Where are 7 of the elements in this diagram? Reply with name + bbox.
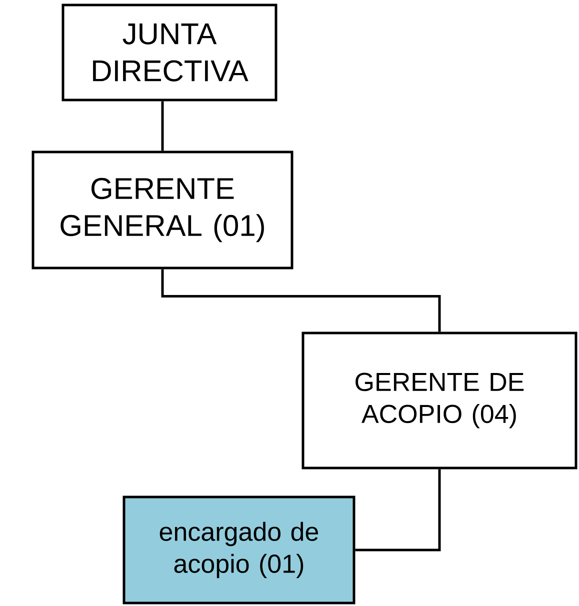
position-box: GERENTE DE ACOPIO (04) xyxy=(302,332,578,470)
connector-line xyxy=(161,269,441,332)
connector-line xyxy=(161,101,164,151)
position-box: JUNTA DIRECTIVA xyxy=(62,4,278,102)
position-box: GERENTE GENERAL (01) xyxy=(32,150,294,270)
connector-line xyxy=(355,469,441,552)
position-box: encargado de acopio (01) xyxy=(122,496,356,604)
